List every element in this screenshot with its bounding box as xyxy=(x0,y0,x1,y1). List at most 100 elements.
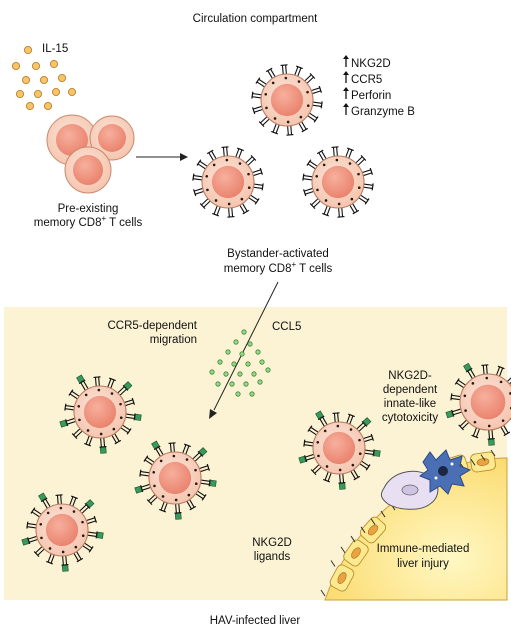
granule xyxy=(72,510,76,513)
granule xyxy=(323,429,327,433)
ccl5-dot xyxy=(233,339,239,345)
receptor xyxy=(306,159,319,170)
ccl5-dot xyxy=(225,349,231,355)
receptor xyxy=(78,499,95,515)
granule xyxy=(499,380,503,384)
receptor xyxy=(361,167,373,177)
receptor xyxy=(143,455,156,466)
receptor xyxy=(55,494,63,506)
receptor xyxy=(26,521,38,529)
nkg2d-ligand-icon xyxy=(445,410,454,419)
granule xyxy=(325,465,329,468)
nkg2d-ligand-icon xyxy=(99,446,107,454)
granule xyxy=(185,458,189,461)
receptor xyxy=(251,91,263,99)
receptor xyxy=(71,427,84,440)
granule xyxy=(214,199,218,202)
injury-line1: Immune-mediated xyxy=(377,543,470,555)
ccl5-dot xyxy=(239,351,245,357)
ccl5-dot xyxy=(223,371,229,377)
marker-item: Perforin xyxy=(343,87,391,102)
nkg2d-ligand-icon xyxy=(134,413,142,421)
receptor xyxy=(331,146,339,158)
granule xyxy=(306,90,309,94)
receptor xyxy=(310,85,322,95)
up-arrow-icon xyxy=(343,103,349,115)
receptor xyxy=(191,447,208,463)
receptor xyxy=(234,147,244,160)
granule xyxy=(119,402,122,406)
nucleus xyxy=(45,513,79,547)
resting-t-cell xyxy=(64,146,112,194)
pre-existing-label-line2: memory CD8+ T cells xyxy=(34,214,143,229)
granule xyxy=(194,482,198,485)
receptor xyxy=(293,65,303,78)
receptor xyxy=(139,469,151,477)
nkg2d-ligand-icon xyxy=(85,499,95,508)
receptor xyxy=(212,204,222,217)
granule xyxy=(471,382,475,385)
marker-item: Granzyme B xyxy=(343,103,415,118)
granule xyxy=(273,117,277,120)
granule xyxy=(161,495,165,498)
receptor xyxy=(30,507,43,518)
granule xyxy=(350,197,354,201)
granule xyxy=(187,493,191,497)
receptor xyxy=(206,149,218,162)
microvillus xyxy=(470,459,476,466)
bystander-label-line1: Bystander-activated xyxy=(227,248,329,260)
ccl5-particles xyxy=(209,329,271,397)
receptor xyxy=(315,410,329,428)
granule xyxy=(264,93,268,96)
granule xyxy=(297,80,301,83)
receptor xyxy=(255,77,268,88)
receptor xyxy=(181,443,191,456)
migration-arrow xyxy=(209,281,279,419)
granule xyxy=(464,409,467,412)
granule xyxy=(194,468,197,472)
activated-t-cell xyxy=(251,64,323,136)
microvillus xyxy=(370,518,376,525)
receptor xyxy=(345,413,355,426)
granule xyxy=(485,376,489,380)
nkg2d-ligand-icon xyxy=(59,419,68,428)
receptor xyxy=(316,149,328,162)
receptor xyxy=(306,112,319,123)
microvillus xyxy=(320,589,326,597)
receptor xyxy=(323,470,333,483)
receptor xyxy=(355,417,372,433)
receptor xyxy=(310,463,323,476)
nucleus xyxy=(211,165,245,199)
nucleus xyxy=(158,461,192,495)
granule xyxy=(99,432,103,436)
nkg2d-ligand-icon xyxy=(362,417,372,426)
receptor xyxy=(68,495,78,508)
nkg2d-ligand-icon xyxy=(151,440,160,450)
granule xyxy=(357,172,360,176)
receptor xyxy=(349,468,361,481)
receptor xyxy=(302,173,314,181)
receptor xyxy=(362,183,374,191)
activated-t-cells xyxy=(21,64,511,572)
nucleus xyxy=(83,395,117,429)
receptor xyxy=(458,418,470,431)
granule xyxy=(172,454,176,458)
nucleus xyxy=(270,83,304,117)
receptor xyxy=(99,436,107,454)
microvillus xyxy=(490,449,496,457)
nkg2d-cyto-line2: dependent xyxy=(383,384,438,396)
hepatocyte xyxy=(470,451,496,473)
receptor xyxy=(76,374,90,392)
il15-dot xyxy=(57,73,67,83)
resting-t-cell xyxy=(89,115,135,161)
marker-label: Granzyme B xyxy=(351,106,415,118)
nucleus xyxy=(321,165,355,199)
receptor xyxy=(344,147,354,160)
nkg2d-ligand-icon xyxy=(76,374,85,384)
receptor xyxy=(123,397,135,407)
receptor xyxy=(168,442,176,454)
ccr5-migration-line2: migration xyxy=(150,334,197,346)
granule xyxy=(306,104,310,107)
microvillus xyxy=(340,546,346,554)
